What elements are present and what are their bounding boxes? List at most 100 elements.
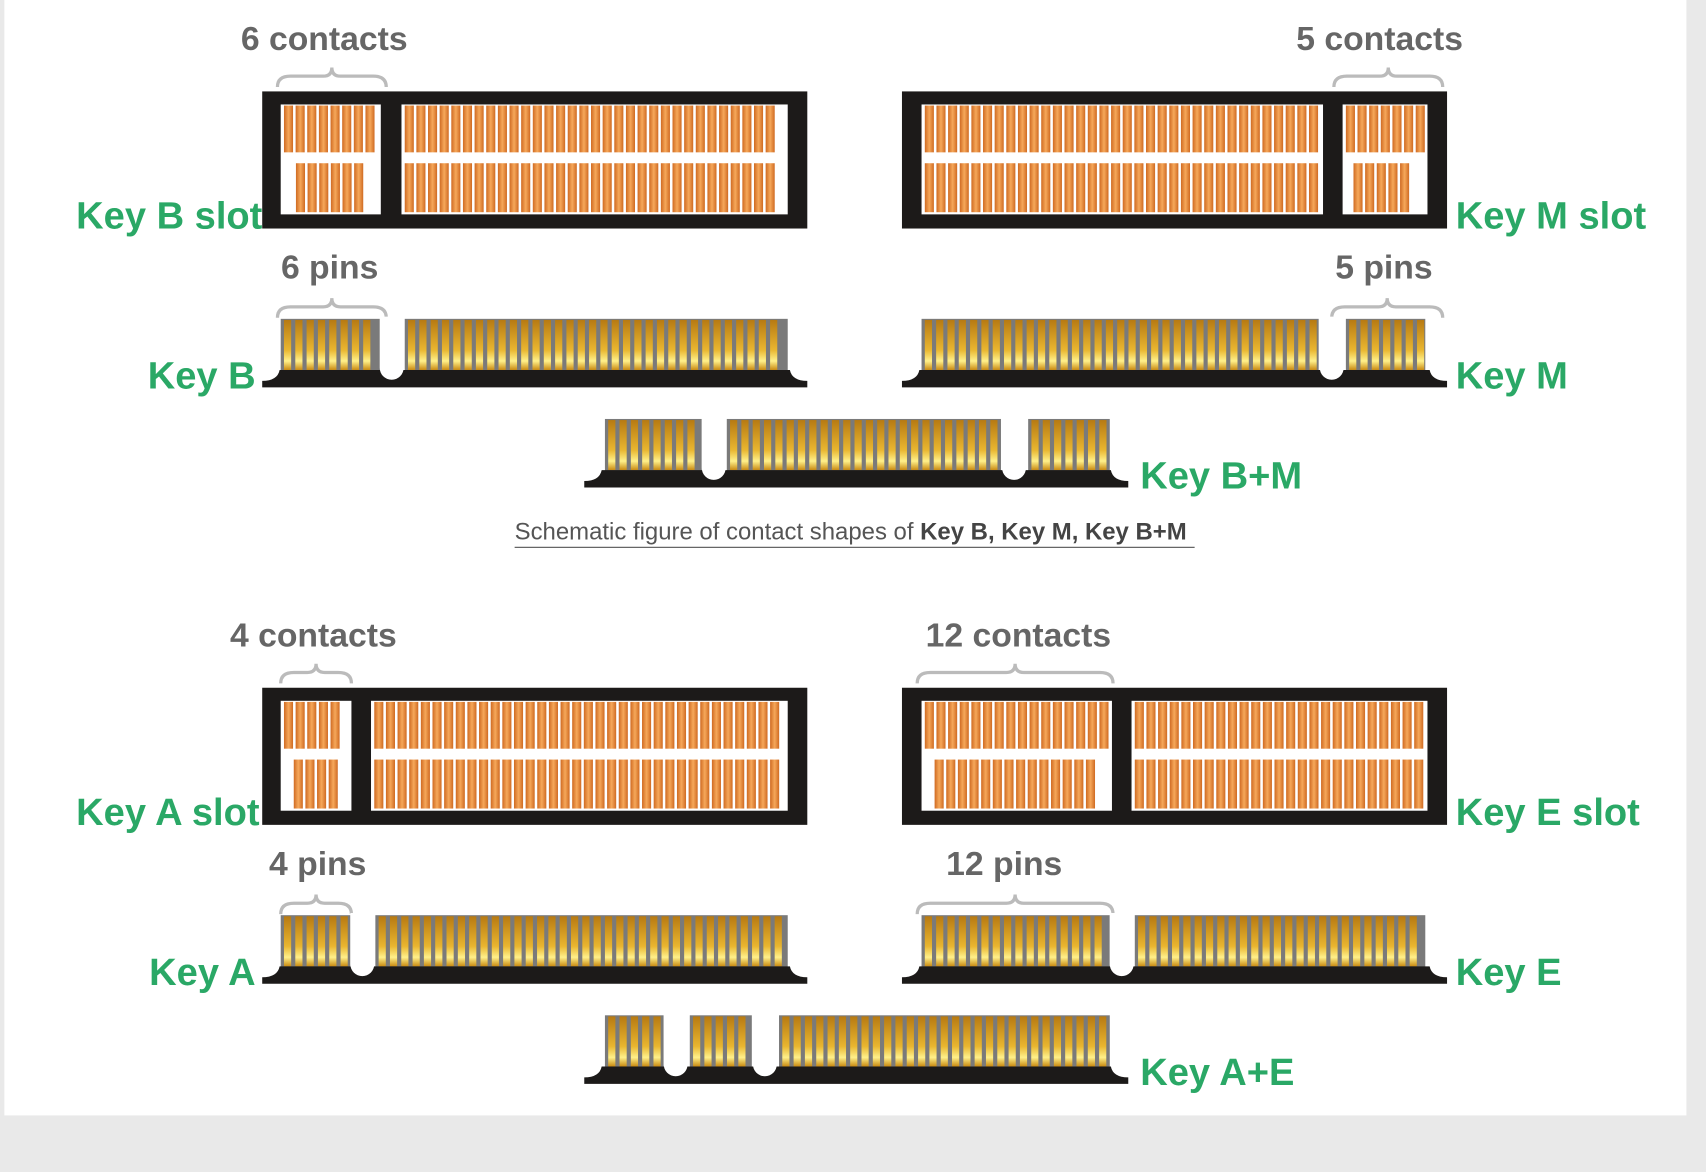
key-m-slot-contacts-count: 5 contacts [1296,20,1463,58]
slot-contact [330,163,340,213]
slot-contact [1355,701,1366,749]
slot-contact [1402,759,1412,809]
gold-pin [317,916,326,967]
gold-pin [1264,319,1272,370]
gold-pin [1162,319,1170,370]
slot-contact [1134,701,1144,749]
slot-contact [653,759,663,809]
key-a-label: Key A [149,952,256,994]
slot-contact [1404,105,1414,153]
slot-contact [957,759,967,809]
brace [275,298,388,318]
slot-contact [1017,163,1028,213]
gold-pin [329,319,337,370]
slot-contact [770,701,780,749]
slot-contact [1087,163,1097,213]
gold-pin [469,916,477,967]
gold-pin [1286,319,1295,370]
slot-contact [462,163,473,213]
slot-contact [934,759,944,809]
gold-pin [945,420,953,471]
gold-pin [340,319,348,370]
gold-pin [441,319,450,370]
slot-contact [1297,163,1307,213]
slot-contact [1321,701,1331,749]
slot-contact [365,105,375,153]
gold-pin [491,916,499,967]
slot-contact [1052,163,1062,213]
slot-contact [319,163,329,213]
gold-pin [661,916,669,967]
slot-contact [1041,163,1051,213]
slot-contact [1376,163,1386,213]
gold-pin [514,916,522,967]
slot-contact [521,163,531,213]
slot-contact [455,701,465,749]
slot-contact [467,759,477,809]
gold-pin [604,916,613,967]
key-m-pins-count: 5 pins [1335,249,1432,287]
slot-contact [295,163,306,213]
slot-contact [948,105,958,153]
key-b-slot-label: Key B slot [76,196,263,238]
slot-contact [1286,759,1296,809]
slot-contact [1402,701,1412,749]
slot-contact [765,105,775,153]
gold-pin [1053,1016,1062,1067]
gold-pin [1330,916,1338,967]
slot-contact [1239,701,1249,749]
slot-contact [618,701,628,749]
gold-pin [838,1016,847,1067]
gold-pin [715,1016,723,1067]
slot-contact [556,163,566,213]
slot-contact [735,759,745,809]
gold-pin [1060,916,1068,967]
slot-contact [665,701,675,749]
slot-contact [537,701,547,749]
slot-contact [1369,105,1379,153]
gold-pin [958,319,966,370]
slot-contact [719,105,729,153]
slot-contact [1006,105,1016,153]
gold-pin [1076,1016,1084,1067]
slot-contact [486,163,496,213]
gold-pin [1087,1016,1095,1067]
slot-contact [295,105,305,153]
gold-pin [865,420,874,471]
gold-pin [503,916,511,967]
gold-pin [283,916,292,967]
slot-contact [525,759,535,809]
slot-contact [614,105,624,153]
slot-contact [695,105,705,153]
gold-pin [1099,1016,1107,1067]
gold-pin [974,1016,982,1067]
slot-contact [1039,759,1049,809]
key-notch [701,416,726,480]
slot-contact [342,105,352,153]
gold-pin [408,319,416,370]
key-notch [663,1013,688,1077]
key-e-slot-contacts-count: 12 contacts [926,616,1112,654]
slot-contact [1353,163,1363,213]
gold-pin [1364,916,1372,967]
key-a-slot-contacts-count: 4 contacts [230,616,397,654]
gold-pin [816,1016,824,1067]
gold-pin [498,319,506,370]
gold-pin [608,420,616,471]
slot-contact [1181,701,1191,749]
gold-pin [389,916,398,967]
slot-contact [1111,105,1121,153]
gold-pin [653,420,661,471]
gold-pin [899,420,907,471]
slot-contact [307,701,317,749]
slot-contact [723,701,733,749]
gold-pin [1071,916,1080,967]
gold-pin [1042,1016,1050,1067]
gold-pin [351,319,360,370]
slot-contact [711,759,721,809]
slot-contact [1344,759,1354,809]
slot-contact [1087,105,1097,153]
slot-contact [630,701,640,749]
slot-contact [1192,105,1202,153]
slot-contact [672,163,682,213]
